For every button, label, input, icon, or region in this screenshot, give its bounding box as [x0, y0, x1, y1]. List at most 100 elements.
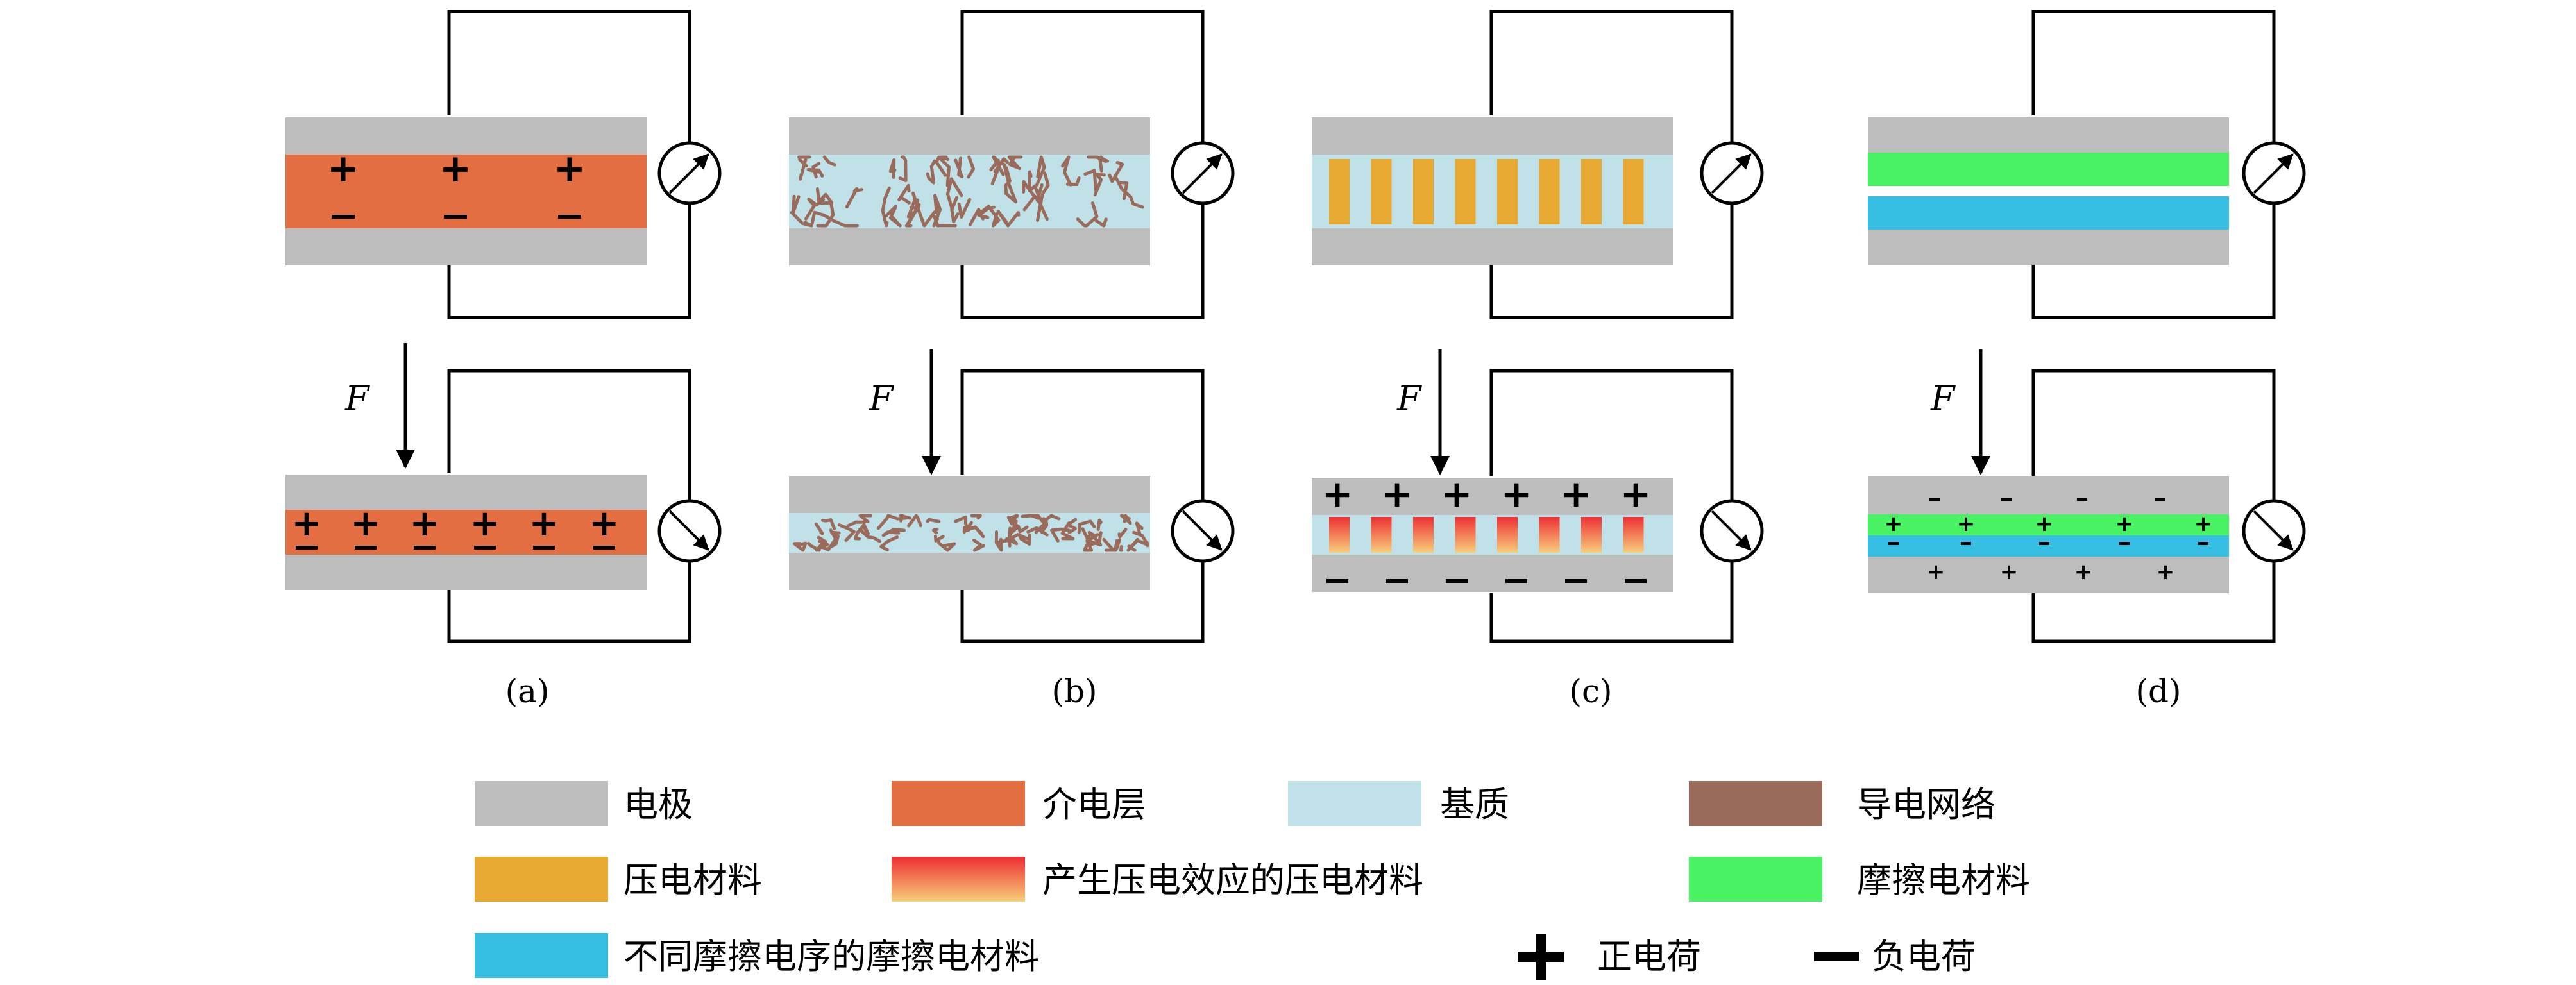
panel-b: F (b) — [789, 10, 1235, 710]
circuit-wire — [1489, 10, 1734, 319]
legend-label: 压电材料 — [623, 860, 762, 900]
plus-sign: + — [1441, 472, 1473, 516]
circuit-wire — [2031, 10, 2276, 319]
conductive-fiber — [935, 155, 951, 187]
conductive-fiber — [811, 162, 821, 179]
minus-sign — [474, 546, 496, 550]
legend-label: 负电荷 — [1872, 936, 1976, 977]
conductive-fiber — [804, 198, 826, 221]
conductive-fiber — [858, 528, 881, 543]
conductive-fiber — [1077, 519, 1096, 534]
conductive-fiber — [837, 523, 856, 542]
minus-sign — [533, 546, 555, 550]
minus-sign — [2039, 542, 2049, 545]
meter-decrease — [2242, 499, 2306, 563]
minus-sign — [1446, 579, 1468, 583]
conductive-fiber — [792, 194, 801, 215]
piezo-pillar — [1581, 159, 1602, 224]
conductive-fiber — [826, 530, 841, 551]
conductive-fiber — [1065, 176, 1081, 186]
conductive-fiber — [821, 518, 836, 530]
piezo-pillar — [1539, 159, 1560, 224]
conductive-fiber — [799, 158, 808, 181]
electrode-top — [1868, 117, 2229, 153]
conductive-fiber — [1018, 533, 1031, 546]
conductive-fiber — [1114, 175, 1144, 209]
conductive-fiber — [989, 158, 1001, 185]
plus-sign: + — [1957, 511, 1976, 537]
plus-sign: + — [2000, 559, 2019, 585]
minus-sign — [414, 546, 436, 550]
legend-label: 产生压电效应的压电材料 — [1042, 860, 1423, 900]
matrix-layer — [789, 513, 1150, 553]
plus-sign: + — [2157, 559, 2175, 585]
conductive-fiber — [977, 205, 996, 219]
minus-icon — [1814, 952, 1859, 961]
conductive-fiber — [1038, 171, 1050, 221]
electrode-bottom — [285, 228, 647, 265]
plus-sign: + — [554, 146, 586, 191]
panel-c: F + + + + + + (c) — [1312, 10, 1764, 710]
minus-sign — [593, 546, 615, 550]
electrode-top — [285, 475, 647, 510]
conductive-fiber — [954, 156, 964, 178]
plus-sign: + — [1885, 511, 1903, 537]
tribo-gap — [1868, 186, 2229, 196]
conductive-fiber — [1083, 169, 1097, 192]
minus-sign — [1888, 542, 1899, 545]
panel-a: + + + F + + + + + + — [285, 10, 722, 710]
minus-sign — [2077, 498, 2087, 501]
charges-a-bottom: + + + + + + — [292, 503, 619, 550]
meter-decrease — [657, 499, 722, 563]
electrode-top — [1312, 117, 1673, 155]
panel-label: (b) — [1051, 673, 1097, 710]
conductive-fiber — [858, 514, 873, 523]
force-label: F — [344, 378, 371, 419]
minus-sign — [355, 546, 377, 550]
conductive-fiber — [1117, 528, 1128, 539]
conductive-fiber — [993, 157, 1010, 173]
legend-swatch-tribo-other — [475, 933, 608, 978]
conductive-fiber — [1094, 217, 1108, 228]
circuit-wire — [447, 10, 691, 319]
conductive-fiber — [1026, 526, 1049, 537]
electrode-top — [789, 476, 1150, 513]
conductive-fiber — [967, 155, 975, 179]
legend-swatch-piezo — [475, 857, 608, 902]
meter-increase — [1171, 141, 1235, 205]
piezo-pillar — [1413, 159, 1434, 224]
conductive-fiber — [1119, 544, 1124, 552]
panel-d: F + + + + + + + + + — [1868, 10, 2306, 710]
conductive-fiber — [833, 219, 859, 228]
conductive-fiber — [899, 514, 912, 523]
conductive-fiber — [822, 155, 837, 167]
panel-label: (d) — [2135, 673, 2181, 710]
minus-sign — [1386, 579, 1408, 583]
conductive-fiber — [1035, 155, 1046, 187]
plus-sign: + — [351, 503, 381, 544]
piezo-active-pillar — [1329, 517, 1350, 553]
legend-swatch-tribo — [1689, 857, 1822, 902]
conductive-fiber — [1076, 201, 1099, 228]
conductive-fiber — [909, 198, 919, 210]
legend-label: 电极 — [623, 784, 693, 825]
conductive-fiber — [1009, 514, 1021, 530]
circuit-wire — [2031, 369, 2276, 643]
conductive-fiber — [792, 541, 808, 552]
electrode-top — [1312, 478, 1673, 515]
force-label: F — [1396, 378, 1423, 419]
conductive-fiber — [814, 522, 824, 535]
piezo-active-pillar — [1581, 517, 1602, 553]
piezo-pillars — [1329, 159, 1644, 224]
conductive-fiber — [996, 210, 1021, 228]
piezo-active-pillar — [1539, 517, 1560, 553]
legend-swatch-piezo-active — [892, 857, 1025, 902]
conductive-fiber — [950, 196, 960, 224]
charges-a-top: + + + — [327, 146, 586, 219]
piezo-pillar — [1455, 159, 1476, 224]
legend-swatch-matrix — [1288, 781, 1421, 826]
electrode-bottom — [1868, 230, 2229, 265]
meter-decrease — [1171, 499, 1235, 563]
electrode-top — [789, 117, 1150, 155]
